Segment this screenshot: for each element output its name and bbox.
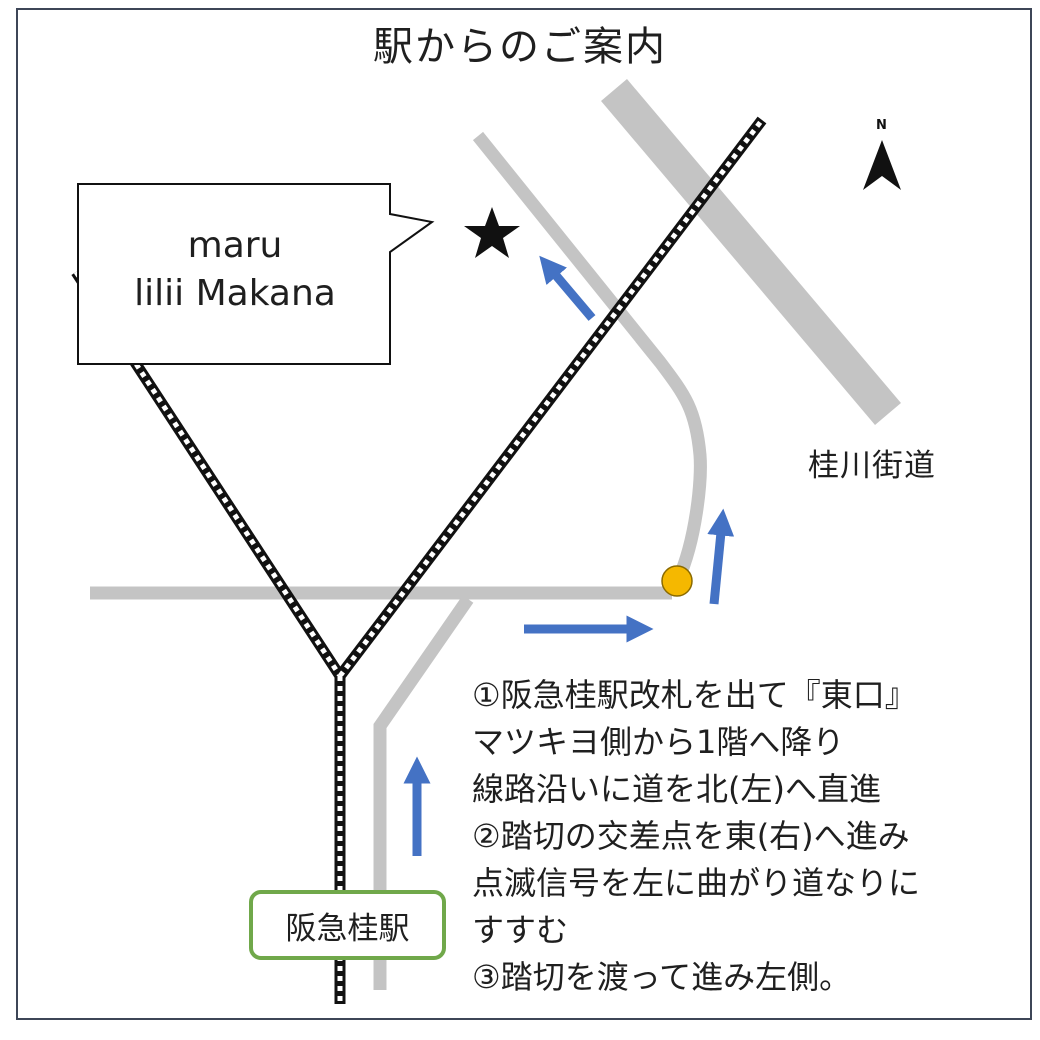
directions-line-1: ①阪急桂駅改札を出て『東口』 [472, 676, 917, 714]
route-arrow-to-shop [539, 255, 596, 321]
north-arrow-icon [863, 140, 901, 190]
directions-line-5: 点滅信号を左に曲がり道なりに [472, 864, 921, 902]
shop-callout-bubble [77, 183, 435, 365]
shop-name-line-2: lilii Makana [134, 273, 336, 314]
directions-line-4: ②踏切の交差点を東(右)へ進み [472, 817, 910, 855]
traffic-signal-dot [661, 565, 693, 597]
shop-name-line-1: maru [187, 225, 283, 266]
directions-text: ①阪急桂駅改札を出て『東口』 マツキヨ側から1階へ降り 線路沿いに道を北(左)へ… [472, 672, 920, 1001]
star-icon [464, 207, 520, 258]
north-label: N [876, 118, 887, 133]
katsuragawa-kaido-road [601, 79, 901, 425]
railway-east-branch-ties [338, 118, 764, 678]
shop-name: maru lilii Makana [80, 222, 390, 318]
station-label: 阪急桂駅 [285, 910, 410, 947]
map-title: 駅からのご案内 [373, 24, 667, 70]
curved-road [472, 131, 707, 583]
directions-line-6: すすむ [472, 911, 569, 949]
directions-line-7: ③踏切を渡って進み左側。 [472, 958, 852, 996]
directions-line-3: 線路沿いに道を北(左)へ直進 [472, 770, 881, 808]
route-arrow-north-at-signal [707, 508, 735, 605]
road-label: 桂川街道 [808, 448, 936, 484]
map-frame [16, 8, 1032, 1020]
directions-line-2: マツキヨ側から1階へ降り [472, 723, 845, 761]
station-label-box: 阪急桂駅 [249, 890, 446, 960]
